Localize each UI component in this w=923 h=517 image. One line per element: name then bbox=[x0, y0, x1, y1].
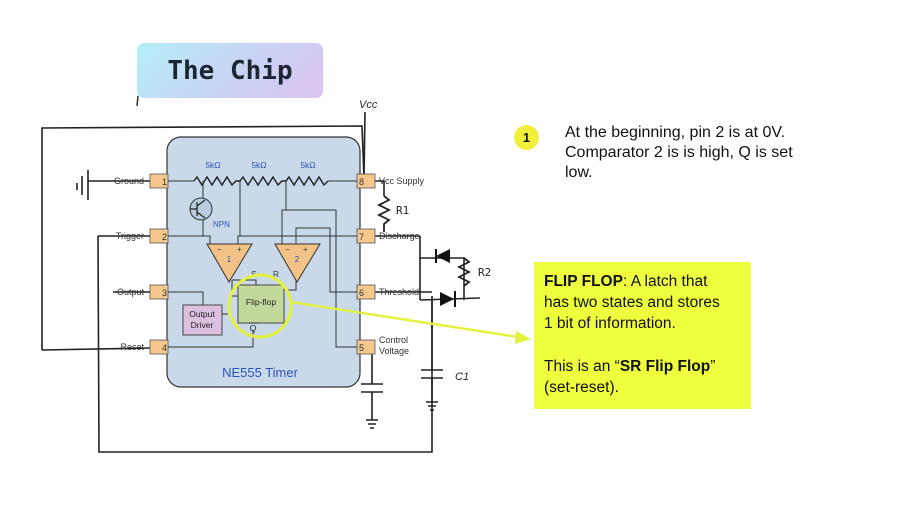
npn-symbol bbox=[190, 199, 206, 219]
vcc-handwritten: Vcc bbox=[359, 99, 378, 111]
step-line-1: At the beginning, pin 2 is at 0V. bbox=[565, 124, 786, 141]
note-line-5: (set-reset). bbox=[544, 379, 619, 396]
resistor-label-2: 5kΩ bbox=[251, 160, 266, 170]
diode-1 bbox=[436, 249, 450, 263]
pin-4-label: Reset bbox=[120, 342, 144, 352]
flipflop-label: Flip-flop bbox=[246, 297, 277, 307]
output-driver-label-1: Output bbox=[189, 309, 215, 319]
pin-7-number: 7 bbox=[359, 232, 364, 242]
comparator-1-minus: − bbox=[217, 245, 222, 254]
npn-label: NPN bbox=[213, 220, 230, 229]
pin-5-number: 5 bbox=[359, 343, 364, 353]
page-title: The Chip bbox=[167, 56, 293, 86]
pin-3-label: Output bbox=[117, 287, 145, 297]
reset-input-label: R bbox=[273, 269, 279, 279]
comparator-1-plus: + bbox=[237, 245, 242, 254]
flipflop-highlight-circle bbox=[227, 273, 293, 339]
chip-name: NE555 Timer bbox=[222, 365, 299, 380]
flipflop-note: FLIP FLOP: A latch that has two states a… bbox=[534, 262, 751, 409]
output-driver-label-2: Driver bbox=[191, 320, 214, 330]
pin-8-label: Vcc Supply bbox=[379, 176, 425, 186]
q-bar-label: Q bbox=[250, 323, 257, 333]
note-line-4-pre: This is an “ bbox=[544, 358, 620, 375]
divider-resistors bbox=[193, 175, 329, 187]
pin-6-label: Threshold bbox=[379, 287, 419, 297]
step-line-3: low. bbox=[565, 164, 593, 181]
pin-4-number: 4 bbox=[162, 343, 167, 353]
note-line-4: This is an “SR Flip Flop” bbox=[544, 358, 715, 376]
note-line-1-rest: : A latch that bbox=[622, 273, 708, 290]
note-line-3: 1 bit of information. bbox=[544, 315, 676, 332]
step-description: At the beginning, pin 2 is at 0V. Compar… bbox=[565, 123, 825, 183]
step-line-2: Comparator 2 is is high, Q is set bbox=[565, 144, 793, 161]
note-line-4-bold: SR Flip Flop bbox=[619, 358, 711, 375]
flipflop-block bbox=[237, 284, 285, 324]
note-line-2: has two states and stores bbox=[544, 294, 720, 311]
note-line-1: FLIP FLOP: A latch that bbox=[544, 273, 707, 291]
note-line-4-post: ” bbox=[710, 358, 716, 375]
pin-5-label-2: Voltage bbox=[379, 346, 409, 356]
pin-3-number: 3 bbox=[162, 288, 167, 298]
chip-body bbox=[166, 136, 361, 388]
pin-2-label: Trigger bbox=[116, 231, 144, 241]
comparator-1-number: 1 bbox=[227, 255, 232, 264]
comparator-2-plus: + bbox=[303, 245, 308, 254]
pin-2-number: 2 bbox=[162, 232, 167, 242]
pin-5-label: Control bbox=[379, 335, 408, 345]
pin-6-number: 6 bbox=[359, 288, 364, 298]
r2-handwritten: R2 bbox=[478, 266, 491, 279]
pin-7-label: Discharge bbox=[379, 231, 420, 241]
resistor-label-1: 5kΩ bbox=[205, 160, 220, 170]
highlight-arrow-line bbox=[290, 300, 519, 339]
diode-2 bbox=[440, 292, 454, 306]
pen-mark bbox=[136, 95, 139, 107]
r1-resistor bbox=[376, 195, 392, 232]
highlight-arrow-head bbox=[515, 331, 531, 344]
step-number-badge: 1 bbox=[514, 125, 539, 150]
title-banner: The Chip bbox=[137, 43, 323, 98]
pin-1-number: 1 bbox=[162, 177, 167, 187]
comparator-2 bbox=[274, 243, 321, 283]
c1-handwritten: C1 bbox=[455, 371, 469, 383]
right-pins: 8 7 6 5 Vcc Supply Discharge Threshold C… bbox=[356, 173, 425, 356]
pin-8-number: 8 bbox=[359, 177, 364, 187]
comparator-1 bbox=[206, 243, 253, 283]
comparator-2-minus: − bbox=[285, 245, 290, 254]
set-input-label: S bbox=[251, 269, 257, 279]
note-term: FLIP FLOP bbox=[544, 273, 623, 290]
comparator-2-number: 2 bbox=[295, 255, 300, 264]
resistor-label-3: 5kΩ bbox=[300, 160, 315, 170]
left-pins: 1 2 3 4 Ground Trigger Output Reset bbox=[114, 173, 169, 355]
r1-handwritten: R1 bbox=[396, 204, 409, 217]
pin-1-label: Ground bbox=[114, 176, 144, 186]
r2-resistor bbox=[456, 257, 472, 287]
output-driver-block bbox=[182, 304, 223, 336]
